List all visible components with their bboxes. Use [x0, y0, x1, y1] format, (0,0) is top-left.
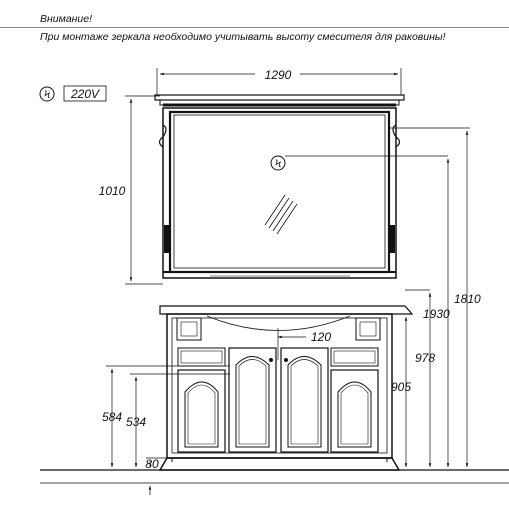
- mirror-width-label: 1290: [265, 68, 292, 82]
- inner-height-a-label: 584: [102, 410, 122, 424]
- power-symbol-icon: [39, 86, 55, 102]
- mirror: [154, 94, 405, 279]
- basin-height-label: 978: [415, 351, 435, 365]
- left-dimensions: 584 534 80: [102, 365, 230, 495]
- plinth-height-label: 80: [145, 457, 159, 471]
- mirror-height-dimension: 1010: [99, 95, 163, 285]
- voltage-label: 220V: [70, 87, 100, 101]
- vanity-cabinet: [158, 305, 414, 471]
- socket-height-label: 1930: [423, 307, 450, 321]
- cabinet-height-label: 905: [391, 380, 411, 394]
- power-legend: Ϟ 220V: [39, 85, 107, 102]
- warning-text: При монтаже зеркала необходимо учитывать…: [40, 31, 446, 43]
- total-height-label: 1810: [454, 292, 481, 306]
- warning-title: Внимание!: [40, 13, 93, 25]
- mixer-offset-label: 120: [311, 330, 331, 344]
- inner-height-b-label: 534: [126, 415, 146, 429]
- mirror-width-dimension: 1290: [156, 68, 402, 95]
- mixer-offset-dimension: 120: [277, 328, 331, 360]
- floor-line: [40, 469, 509, 484]
- voltage-box: [63, 85, 107, 102]
- mirror-height-label: 1010: [99, 184, 126, 198]
- power-symbol: Ϟ: [44, 90, 51, 101]
- header-rule: [0, 27, 509, 28]
- socket-symbol: Ϟ: [275, 159, 282, 170]
- right-dimensions: [285, 127, 470, 468]
